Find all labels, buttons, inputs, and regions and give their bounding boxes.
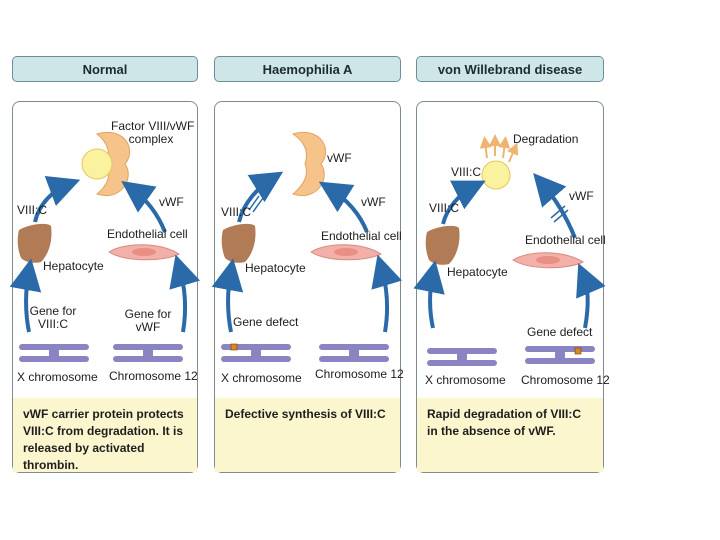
gene-for-vwf-label: Gene for vWF [123,308,173,334]
complex-label: Factor VIII/vWF complex [111,119,195,146]
chromosome-12-icon [113,344,183,362]
gene-defect-mark [574,347,582,355]
hepatocyte-icon [17,223,52,263]
arrow-gene-to-endothelial [371,254,403,333]
endothelial-cell-label: Endothelial cell [107,227,188,241]
viii-c-label: VIII:C [221,205,252,219]
vwf-label: vWF [159,195,184,209]
endothelial-cell-icon [512,252,584,269]
hepatocyte-label: Hepatocyte [43,259,104,273]
panel-normal: Factor VIII/vWF complex VIII:C vWF Hepat… [9,101,201,473]
header-von-willebrand: von Willebrand disease [416,56,604,82]
hepatocyte-icon [221,223,256,263]
endothelial-cell-label: Endothelial cell [321,229,402,243]
arrow-hepatocyte-to-viii [441,180,486,225]
x-chromosome-icon [19,344,89,362]
chromosome-12-label: Chromosome 12 [521,373,610,387]
vwf-product-label: vWF [327,151,352,165]
arrow-gene-to-endothelial [169,254,201,333]
endothelial-cell-icon [108,244,180,261]
gene-left-line-2: VIII:C [37,317,68,331]
vwf-product-icon [291,131,327,197]
endothelial-cell-label: Endothelial cell [525,233,606,247]
caption-haemophilia-a: Defective synthesis of VIII:C [215,398,400,472]
factor-viii-vwf-complex-icon [81,131,131,197]
caption-normal: vWF carrier protein protects VIII:C from… [13,398,197,472]
degradation-label: Degradation [513,132,579,146]
arrow-gene-to-hepatocyte [413,260,445,329]
hepatocyte-label: Hepatocyte [245,261,306,275]
gene-defect-label: Gene defect [527,325,593,339]
caption-von-willebrand: Rapid degradation of VIII:C in the absen… [417,398,603,472]
arrow-endothelial-to-vwf [318,181,369,233]
x-chromosome-label: X chromosome [425,373,506,387]
von-willebrand-diagram [413,134,606,366]
block-mark-icon [248,195,264,213]
x-chromosome-icon [221,343,291,362]
x-chromosome-icon [427,348,497,366]
complex-label-line-1: Factor VIII/vWF [111,119,195,133]
gene-defect-label: Gene defect [233,315,299,329]
gene-defect-mark [230,343,238,351]
haemophilia-diagram [211,131,403,362]
header-haemophilia-a: Haemophilia A [214,56,401,82]
block-mark-icon [550,205,569,223]
chromosome-12-label: Chromosome 12 [109,369,198,383]
gene-left-line-1: Gene for [29,304,77,318]
vwf-label: vWF [361,195,386,209]
gene-right-line-2: vWF [135,320,161,334]
viii-c-label: VIII:C [429,201,460,215]
gene-right-line-1: Gene for [124,307,172,321]
header-normal: Normal [12,56,198,82]
arrow-hepatocyte-to-complex [33,176,81,223]
panel-haemophilia-a: vWF VIII:C vWF Hepatocyte Endothelial ce… [211,101,404,473]
chromosome-12-label: Chromosome 12 [315,367,404,381]
factor-viii-icon [481,160,511,190]
arrow-gene-to-endothelial [576,262,606,329]
chromosome-12-icon [525,346,595,364]
gene-for-viii-c-label: Gene for VIII:C [27,305,79,331]
hepatocyte-label: Hepatocyte [447,265,508,279]
x-chromosome-label: X chromosome [221,371,302,385]
normal-diagram [9,131,201,362]
arrow-hepatocyte-blocked [237,171,284,223]
chromosome-12-icon [319,344,389,362]
arrow-endothelial-blocked [533,172,577,239]
hepatocyte-icon [425,225,460,265]
endothelial-cell-icon [310,244,382,261]
panel-von-willebrand: Degradation VIII:C VIII:C vWF Hepatocyte… [413,101,610,473]
x-chromosome-label: X chromosome [17,370,98,384]
degradation-rays-icon [479,134,519,163]
viii-c-product-label: VIII:C [451,165,482,179]
arrow-endothelial-to-complex [121,181,167,233]
arrow-gene-to-hepatocyte [211,258,244,333]
complex-label-line-2: complex [128,132,174,146]
vwf-label: vWF [569,189,594,203]
arrow-gene-to-hepatocyte [9,258,42,333]
viii-c-label: VIII:C [17,203,48,217]
